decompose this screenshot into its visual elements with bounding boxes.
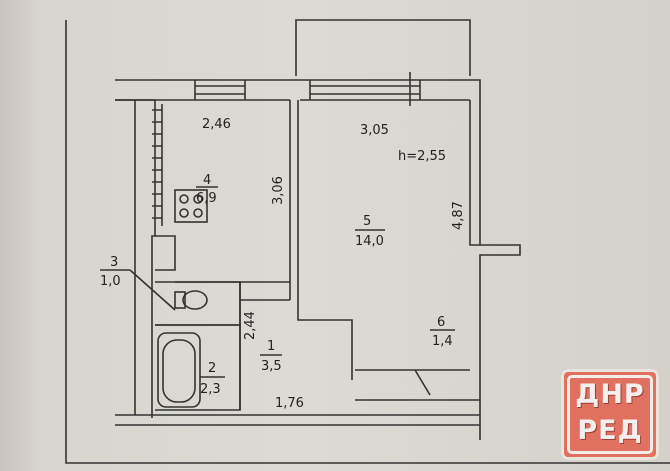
- room-width: 3,05: [360, 123, 389, 138]
- hall-number: 1: [267, 339, 275, 354]
- hall-walls: [239, 282, 291, 410]
- bottom-wall: [115, 400, 481, 440]
- bathtub-inner-icon: [162, 339, 196, 403]
- partition: [289, 100, 353, 380]
- kitchen-bottom-wall: [155, 235, 290, 283]
- kitchen-width: 2,46: [202, 117, 231, 132]
- window-kitchen: [194, 80, 246, 100]
- ceiling-height: h=2,55: [398, 149, 446, 164]
- logo-line2: РЕД: [577, 415, 643, 446]
- toilet-tank-icon: [174, 291, 186, 309]
- hall-width: 1,76: [275, 396, 304, 411]
- window-room: [309, 80, 421, 100]
- closet-area: 1,4: [432, 334, 453, 349]
- frame-line: [65, 20, 670, 464]
- logo-border: [567, 375, 653, 454]
- top-wall: [115, 79, 481, 101]
- kitchen-length: 3,06: [271, 176, 286, 205]
- balcony: [295, 19, 471, 76]
- fraction-bars: [100, 186, 455, 378]
- stove-icon: [174, 189, 208, 223]
- room-area: 14,0: [355, 234, 384, 249]
- hall-length: 2,44: [243, 311, 258, 340]
- logo-line1: ДНР: [575, 379, 645, 410]
- hall-area: 3,5: [261, 359, 282, 374]
- bathtub-icon: [157, 332, 201, 408]
- closet: [355, 369, 470, 396]
- room-number: 5: [363, 214, 371, 229]
- kitchen-number: 4: [203, 173, 211, 188]
- bathroom-area: 2,3: [200, 382, 221, 397]
- room-length: 4,87: [451, 201, 466, 230]
- toilet-icon: [182, 290, 208, 310]
- kitchen-area: 6,9: [196, 191, 217, 206]
- watermark-logo: ДНР РЕД: [561, 369, 659, 460]
- ventilation: [152, 109, 162, 219]
- bathroom-number: 2: [208, 361, 216, 376]
- toilet-number: 3: [110, 255, 118, 270]
- closet-number: 6: [437, 315, 445, 330]
- right-wall: [355, 100, 521, 401]
- bathroom: [155, 324, 241, 411]
- leader-line: [129, 269, 176, 311]
- toilet-area: 1,0: [100, 274, 121, 289]
